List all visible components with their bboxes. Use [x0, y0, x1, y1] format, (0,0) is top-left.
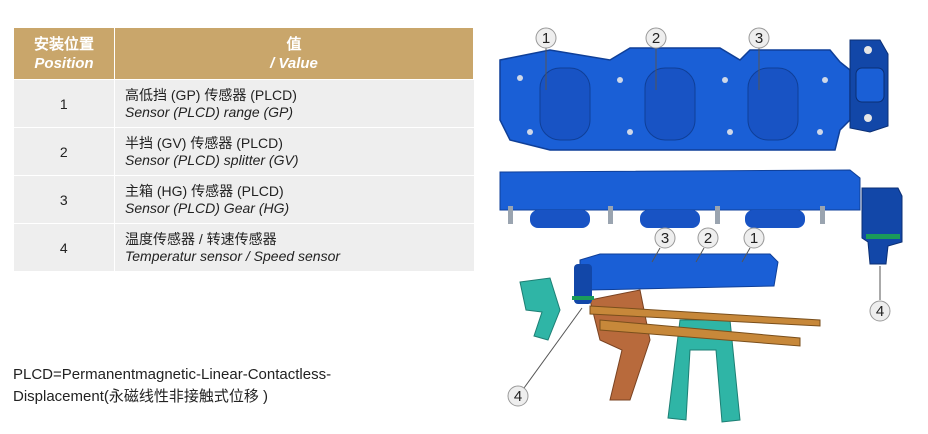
row-position: 2 — [13, 127, 115, 176]
row-value-cn: 主箱 (HG) 传感器 (PLCD) — [125, 182, 284, 199]
sensor-housing-1 — [530, 210, 590, 228]
callout-mid-1: 1 — [741, 227, 765, 263]
bolt-hole-icon — [627, 129, 633, 135]
table-row: 1 高低挡 (GP) 传感器 (PLCD) Sensor (PLCD) rang… — [13, 79, 474, 128]
teal-fork-right — [667, 319, 741, 423]
row-position: 4 — [13, 223, 115, 272]
callout-label: 2 — [704, 230, 712, 247]
row-value: 半挡 (GV) 传感器 (PLCD) Sensor (PLCD) splitte… — [114, 127, 474, 176]
speed-sensor-part: 4 — [861, 187, 903, 322]
bolt-hole-icon — [722, 77, 728, 83]
sensor-module-illustration: 1 2 3 4 — [499, 27, 903, 423]
bolt-hole-icon — [864, 46, 872, 54]
callout-label: 3 — [661, 230, 669, 247]
row-value-cn: 半挡 (GV) 传感器 (PLCD) — [125, 134, 283, 151]
bolt-hole-icon — [617, 77, 623, 83]
shift-rail-2 — [599, 319, 801, 347]
table-header-row: 安装位置 Position 值 / Value — [13, 27, 474, 80]
o-ring-icon — [572, 296, 594, 300]
callout-label: 3 — [755, 30, 763, 47]
table-row: 3 主箱 (HG) 传感器 (PLCD) Sensor (PLCD) Gear … — [13, 175, 474, 224]
callout-mid-2: 2 — [695, 227, 719, 263]
row-value: 主箱 (HG) 传感器 (PLCD) Sensor (PLCD) Gear (H… — [114, 175, 474, 224]
header-position-cn: 安装位置 — [33, 35, 94, 53]
header-position-en: Position — [34, 54, 94, 72]
header-value-cn: 值 — [286, 35, 302, 53]
callout-bottom-4: 4 — [507, 307, 583, 407]
table-row: 2 半挡 (GV) 传感器 (PLCD) Sensor (PLCD) split… — [13, 127, 474, 176]
speed-sensor-on-assembly — [574, 264, 592, 304]
shift-fork-assembly — [519, 253, 821, 423]
callout-mid-3: 3 — [651, 227, 676, 263]
pin-icon — [715, 206, 720, 224]
row-value-en: Temperatur sensor / Speed sensor — [125, 247, 341, 264]
callout-top-2: 2 — [645, 27, 667, 90]
row-value-en: Sensor (PLCD) range (GP) — [125, 103, 294, 120]
callout-label: 2 — [652, 30, 660, 47]
connector-socket — [855, 67, 885, 103]
header-value-en: / Value — [270, 54, 318, 72]
header-position: 安装位置 Position — [13, 27, 115, 80]
bolt-hole-icon — [517, 75, 523, 81]
callout-label: 4 — [514, 388, 522, 405]
callout-label: 4 — [876, 303, 884, 320]
bolt-hole-icon — [527, 129, 533, 135]
module-body-side — [499, 169, 861, 211]
bolt-hole-icon — [817, 129, 823, 135]
header-value: 值 / Value — [114, 27, 474, 80]
speed-sensor-body — [861, 187, 903, 265]
sensor-housing-3 — [745, 210, 805, 228]
bolt-hole-icon — [727, 129, 733, 135]
pin-icon — [608, 206, 613, 224]
o-ring-icon — [866, 234, 900, 239]
shift-rail-1 — [589, 305, 821, 327]
bolt-hole-icon — [864, 114, 872, 122]
module-on-assembly — [579, 253, 779, 291]
row-position: 1 — [13, 79, 115, 128]
callout-label: 1 — [750, 230, 758, 247]
module-side-view — [499, 169, 861, 228]
sensor-position-table: 安装位置 Position 值 / Value 1 高低挡 (GP) 传感器 (… — [13, 27, 474, 272]
row-value: 温度传感器 / 转速传感器 Temperatur sensor / Speed … — [114, 223, 474, 272]
table-row: 4 温度传感器 / 转速传感器 Temperatur sensor / Spee… — [13, 223, 474, 272]
sensor-pocket-2 — [644, 67, 696, 141]
row-value: 高低挡 (GP) 传感器 (PLCD) Sensor (PLCD) range … — [114, 79, 474, 128]
pin-icon — [820, 206, 825, 224]
module-top-view — [499, 39, 889, 151]
row-value-cn: 温度传感器 / 转速传感器 — [125, 230, 277, 247]
callout-top-3: 3 — [748, 27, 770, 90]
pin-icon — [508, 206, 513, 224]
sensor-pocket-3 — [747, 67, 799, 141]
copper-fork — [589, 289, 651, 401]
note-line-1: PLCD=Permanentmagnetic-Linear-Contactles… — [13, 366, 332, 383]
bolt-hole-icon — [822, 77, 828, 83]
row-position: 3 — [13, 175, 115, 224]
sensor-housing-2 — [640, 210, 700, 228]
plcd-definition-note: PLCD=Permanentmagnetic-Linear-Contactles… — [13, 364, 433, 408]
row-value-en: Sensor (PLCD) splitter (GV) — [125, 151, 299, 168]
note-line-2: Displacement(永磁线性非接触式位移 ) — [13, 388, 269, 405]
row-value-en: Sensor (PLCD) Gear (HG) — [125, 199, 290, 216]
callout-top-1: 1 — [535, 27, 557, 90]
sensor-pocket-1 — [539, 67, 591, 141]
row-value-cn: 高低挡 (GP) 传感器 (PLCD) — [125, 86, 297, 103]
teal-fork-left — [519, 277, 561, 341]
callout-label: 1 — [542, 30, 550, 47]
